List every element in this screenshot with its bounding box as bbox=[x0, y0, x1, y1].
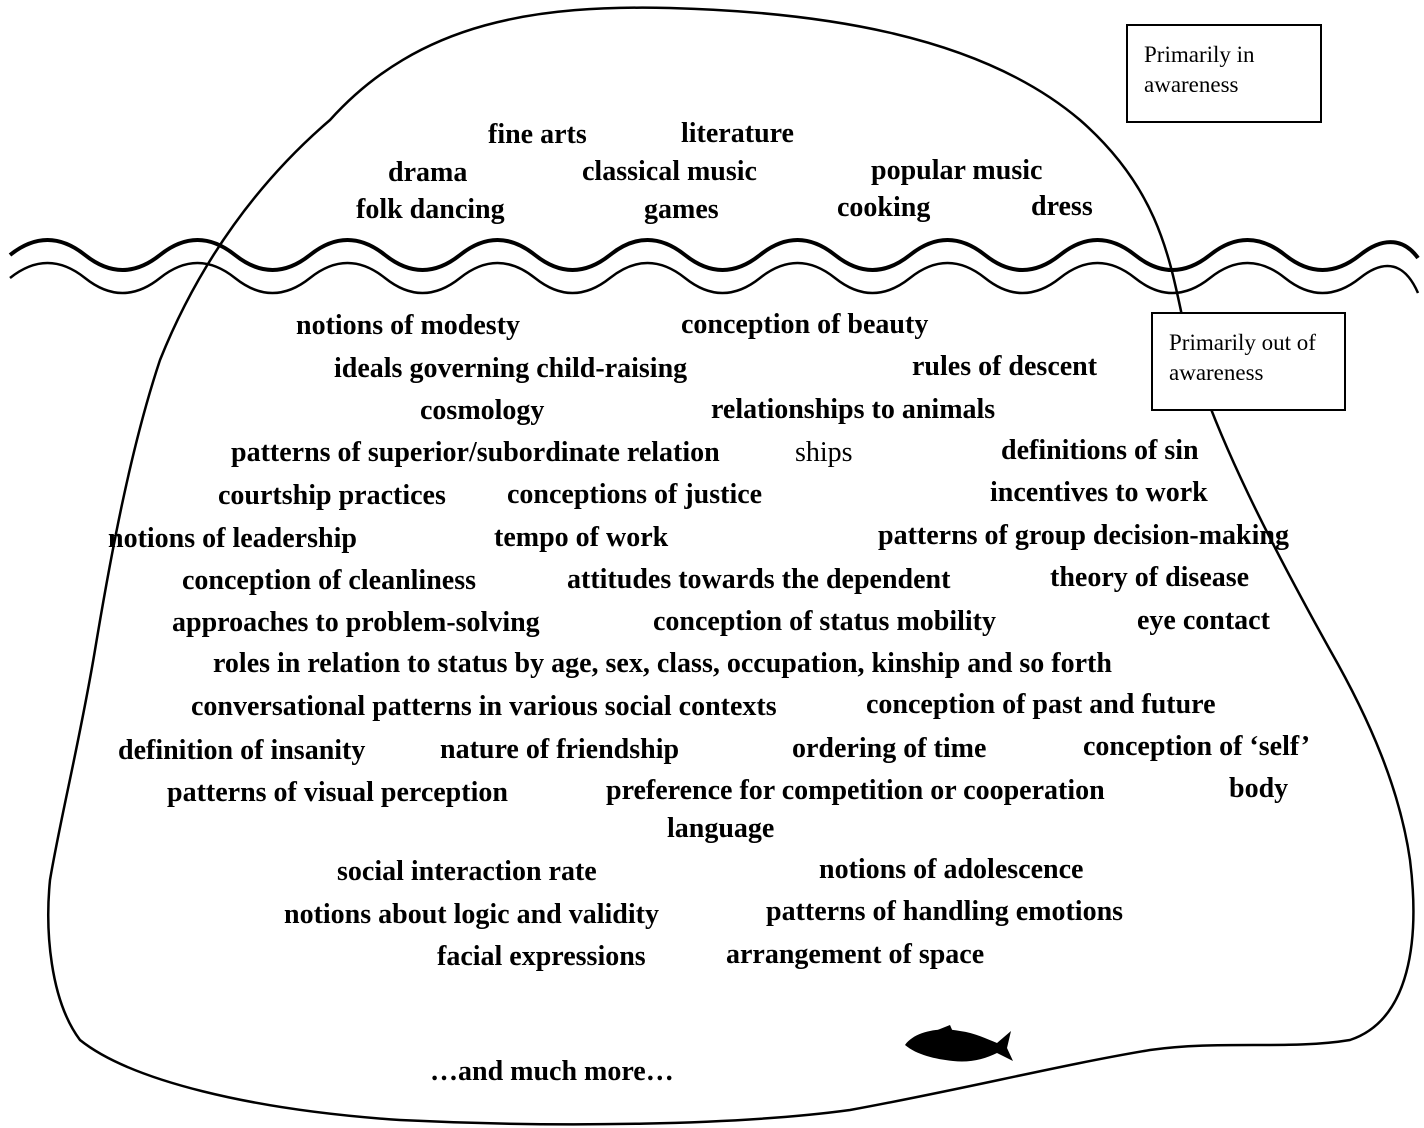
iceberg-outline bbox=[47, 6, 1415, 1126]
term-below: conceptions of justice bbox=[507, 479, 763, 510]
term-above: games bbox=[644, 194, 719, 225]
term-below: ideals governing child-raising bbox=[334, 353, 688, 384]
legend-out-of-awareness-text: Primarily out of awareness bbox=[1169, 330, 1316, 385]
term-below: notions of leadership bbox=[108, 523, 357, 554]
term-below: relationships to animals bbox=[711, 394, 996, 425]
term-below: definitions of sin bbox=[1001, 435, 1199, 466]
term-above: dress bbox=[1031, 191, 1093, 222]
term-below: conception of status mobility bbox=[653, 606, 996, 637]
term-below: social interaction rate bbox=[337, 856, 597, 887]
term-above: folk dancing bbox=[356, 194, 505, 225]
term-below: rules of descent bbox=[912, 351, 1098, 382]
term-below: conception of past and future bbox=[866, 689, 1216, 720]
term-below: preference for competition or cooperatio… bbox=[606, 775, 1105, 806]
term-below: notions about logic and validity bbox=[284, 899, 659, 930]
fish-icon bbox=[905, 1025, 1013, 1062]
term-below: arrangement of space bbox=[726, 939, 985, 970]
and-much-more-text: …and much more… bbox=[430, 1056, 674, 1087]
term-below: body bbox=[1229, 773, 1289, 804]
term-above: literature bbox=[681, 118, 794, 149]
term-below: incentives to work bbox=[990, 477, 1208, 508]
term-below: conception of ‘self’ bbox=[1083, 731, 1311, 762]
legend-in-awareness-text: Primarily in awareness bbox=[1144, 42, 1255, 97]
term-above: fine arts bbox=[488, 119, 587, 150]
term-above: popular music bbox=[871, 155, 1043, 186]
term-below: notions of adolescence bbox=[819, 854, 1084, 885]
term-below: patterns of group decision-making bbox=[878, 520, 1289, 551]
term-below: patterns of superior/subordinate relatio… bbox=[231, 437, 720, 468]
term-below: tempo of work bbox=[494, 522, 669, 553]
waterline-lower bbox=[9, 261, 1420, 295]
term-below: ships bbox=[795, 437, 853, 468]
term-below: nature of friendship bbox=[440, 734, 680, 765]
term-below: eye contact bbox=[1137, 605, 1270, 636]
term-below: conception of beauty bbox=[681, 309, 929, 340]
legend-box-in-awareness: Primarily in awareness bbox=[1126, 24, 1322, 123]
term-below: theory of disease bbox=[1050, 562, 1250, 593]
term-below: cosmology bbox=[420, 395, 545, 426]
term-below: courtship practices bbox=[218, 480, 446, 511]
term-above: classical music bbox=[582, 156, 757, 187]
term-below: ordering of time bbox=[792, 733, 987, 764]
term-below: notions of modesty bbox=[296, 310, 521, 341]
term-below: facial expressions bbox=[437, 941, 646, 972]
term-below: attitudes towards the dependent bbox=[567, 564, 951, 595]
waterline-upper bbox=[8, 238, 1420, 272]
term-below: language bbox=[667, 813, 775, 844]
term-above: cooking bbox=[837, 192, 931, 223]
term-below: definition of insanity bbox=[118, 735, 366, 766]
term-below: patterns of visual perception bbox=[167, 777, 508, 808]
term-above: drama bbox=[388, 157, 468, 188]
legend-box-out-of-awareness: Primarily out of awareness bbox=[1151, 312, 1346, 411]
term-below: patterns of handling emotions bbox=[766, 896, 1124, 927]
term-below: roles in relation to status by age, sex,… bbox=[213, 648, 1112, 679]
term-below: conception of cleanliness bbox=[182, 565, 476, 596]
term-below: approaches to problem-solving bbox=[172, 607, 540, 638]
term-below: conversational patterns in various socia… bbox=[191, 691, 777, 722]
